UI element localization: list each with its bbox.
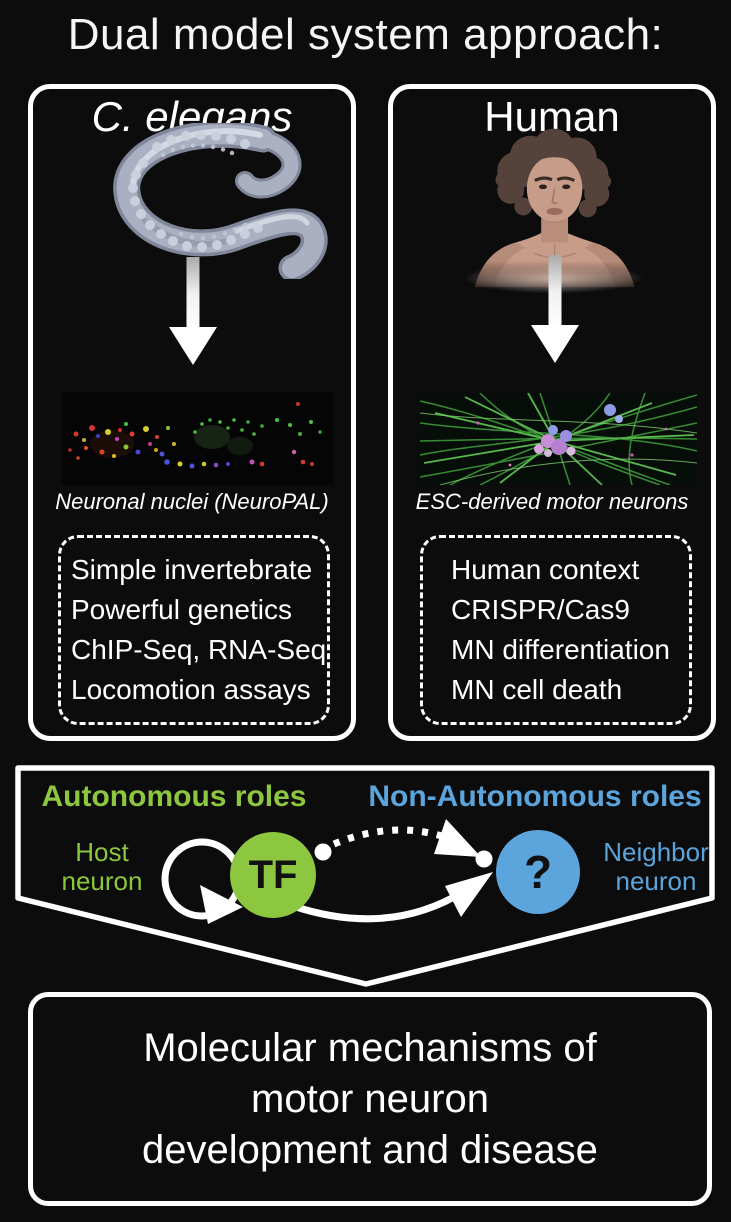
human-panel: Human [388, 84, 716, 741]
human-image-caption: ESC-derived motor neurons [415, 489, 689, 514]
feature-item: ChIP-Seq, RNA-Seq [71, 634, 327, 665]
down-arrow-icon [531, 255, 579, 363]
feature-item: Powerful genetics [71, 594, 293, 625]
signal-dot [314, 843, 332, 861]
feature-item: Locomotion assays [71, 674, 311, 705]
down-arrow-icon [169, 257, 217, 365]
human-bust-illustration [464, 128, 644, 294]
neighbor-neuron-label: Neighbor neuron [603, 837, 709, 896]
feature-item: Simple invertebrate [71, 554, 313, 585]
non-autonomous-solid-arrow [291, 887, 468, 923]
conclusion-text: Molecular mechanisms of motor neuron dev… [142, 1025, 598, 1172]
c-elegans-image-caption: Neuronal nuclei (NeuroPAL) [55, 489, 329, 514]
non-autonomous-dotted-arrow [332, 826, 460, 848]
feature-item: MN differentiation [451, 634, 670, 665]
non-autonomous-roles-heading: Non-Autonomous roles [368, 780, 702, 813]
solid-arrowhead-icon [445, 872, 493, 917]
transcription-factor-node: TF [230, 832, 316, 918]
feature-item: Human context [451, 554, 640, 585]
host-neuron-label: Host neuron [61, 837, 143, 896]
c-elegans-worm-illustration [113, 123, 328, 279]
conclusion-panel: Molecular mechanisms of motor neuron dev… [28, 992, 712, 1206]
unknown-factor-node: ? [496, 830, 580, 914]
feature-item: CRISPR/Cas9 [451, 594, 630, 625]
signal-dot [475, 850, 493, 868]
feature-item: MN cell death [451, 674, 623, 705]
neuropal-micrograph [62, 392, 333, 485]
loop-arrowhead-icon [200, 885, 243, 924]
c-elegans-panel: C. elegans [28, 84, 356, 741]
figure-title: Dual model system approach: [67, 10, 664, 59]
motor-neuron-micrograph [420, 393, 697, 485]
autonomy-panel-outline [15, 765, 715, 987]
c-elegans-feature-box: Simple invertebrate Powerful genetics Ch… [58, 535, 330, 725]
human-feature-box: Human context CRISPR/Cas9 MN differentia… [420, 535, 692, 725]
autonomous-roles-heading: Autonomous roles [41, 780, 307, 813]
dotted-arrowhead-icon [434, 819, 481, 857]
